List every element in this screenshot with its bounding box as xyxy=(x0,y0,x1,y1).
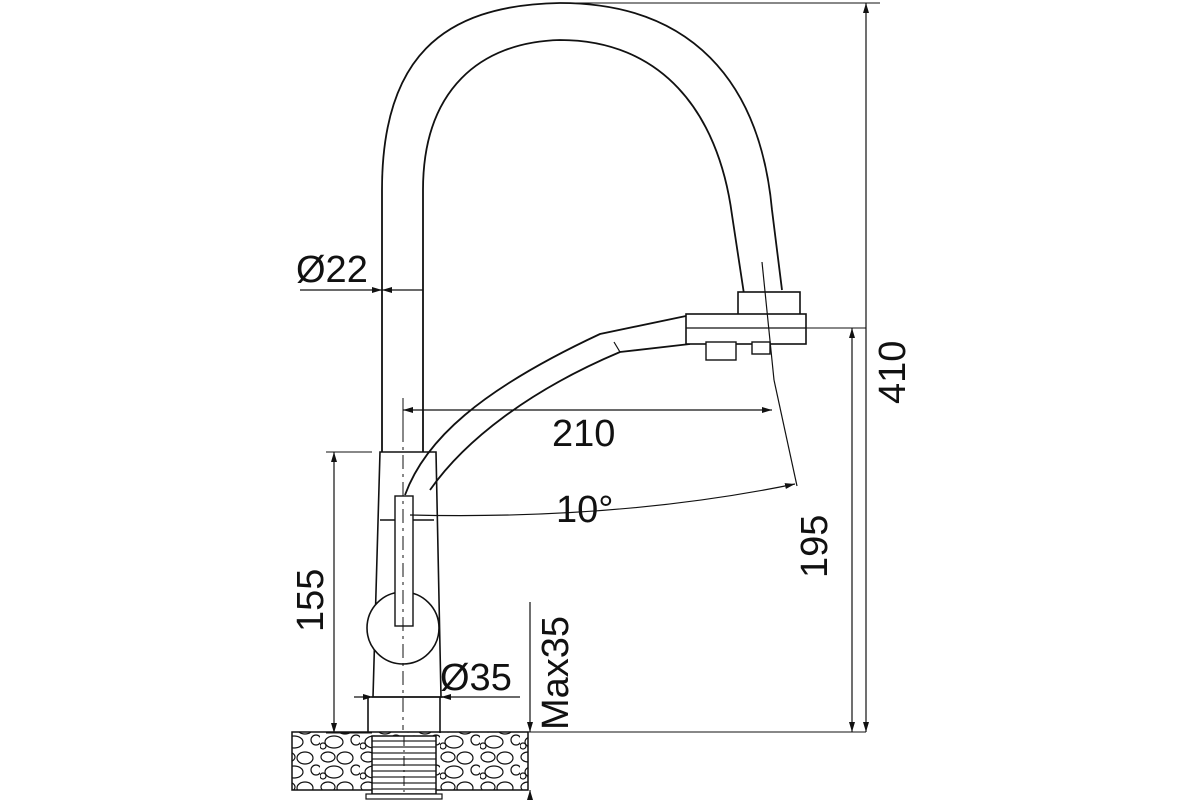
spout xyxy=(381,2,783,452)
dim-swivel-angle: 10° xyxy=(409,379,798,531)
spray-head xyxy=(685,261,807,381)
dim-outlet-height: 195 xyxy=(794,327,866,732)
lever-stem xyxy=(394,495,414,627)
dim-spout-diameter-label: Ø22 xyxy=(296,249,368,291)
dim-max-countertop-label: Max35 xyxy=(535,616,577,730)
dim-swivel-angle-label: 10° xyxy=(556,489,613,531)
dim-spout-reach-label: 210 xyxy=(552,413,615,455)
mounting-shank xyxy=(365,735,443,800)
dim-total-height: 410 xyxy=(560,2,914,732)
dim-spout-diameter: Ø22 xyxy=(296,249,423,293)
hose-arm xyxy=(404,315,691,496)
dim-total-height-label: 410 xyxy=(872,341,914,404)
dim-spout-reach: 210 xyxy=(402,398,772,455)
dim-body-height-label: 155 xyxy=(290,569,332,632)
dim-outlet-height-label: 195 xyxy=(794,515,836,578)
dim-base-diameter: Ø35 xyxy=(354,657,520,700)
dim-max-countertop: Max35 xyxy=(527,602,866,800)
dim-base-diameter-label: Ø35 xyxy=(440,657,512,699)
dim-body-height: 155 xyxy=(290,451,372,734)
